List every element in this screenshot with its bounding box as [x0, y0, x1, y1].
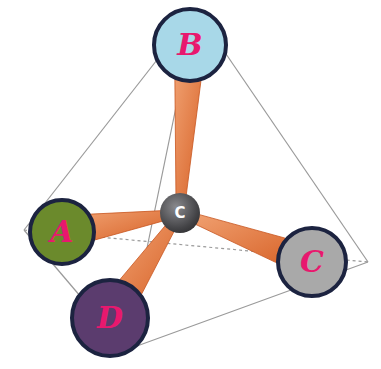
- ligand-circle: B: [152, 7, 228, 83]
- node-label: D: [97, 303, 123, 333]
- ligand-circle: D: [70, 278, 150, 358]
- orbital-lobe: [175, 67, 201, 198]
- node-label: C: [300, 247, 324, 277]
- ligand-circle: A: [28, 198, 96, 266]
- carbon-atom: C: [160, 193, 200, 233]
- node-label: B: [177, 30, 202, 60]
- node-label: C: [174, 206, 185, 221]
- ligand-circle: C: [276, 226, 348, 298]
- node-label: A: [50, 217, 73, 247]
